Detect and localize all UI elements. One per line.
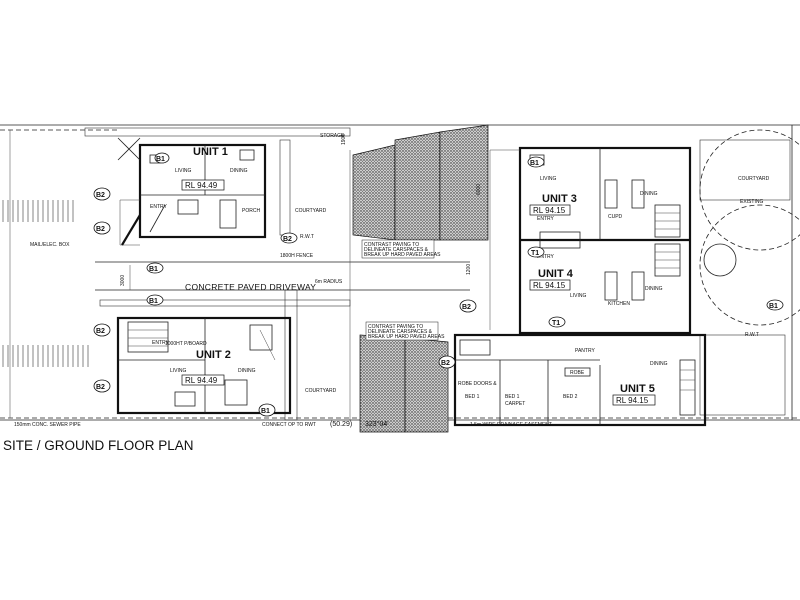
existing-canopy-tree — [699, 129, 800, 326]
unit-4-dining-label: DINING — [645, 286, 663, 292]
rwt-note: R.W.T — [300, 234, 314, 240]
unit-5-carpet-label: CARPET — [505, 401, 525, 407]
tag-b2: B2 — [96, 192, 105, 199]
tag-b1: B1 — [769, 303, 778, 310]
tag-b2: B2 — [462, 304, 471, 311]
unit-3-cupd-label: CUPD — [608, 214, 623, 220]
unit-2-balustrade-note: 1000HT P/BOARD — [165, 341, 207, 347]
svg-text:DELINEATE CARSPACES &: DELINEATE CARSPACES & — [368, 329, 433, 335]
tag-bubbles — [93, 152, 784, 417]
tag-b1: B1 — [149, 298, 158, 305]
driveway-label: CONCRETE PAVED DRIVEWAY — [185, 282, 316, 292]
unit-4-rl-box — [529, 279, 571, 291]
mail-box-note: MAIL/ELEC. BOX — [30, 242, 70, 248]
rwt-label-east: R.W.T — [745, 332, 759, 338]
bed1-label: BED 1 — [465, 394, 480, 400]
unit-2-rl-box — [181, 374, 225, 386]
unit-4-label: UNIT 4 — [538, 268, 574, 280]
tag-b2: B2 — [283, 236, 292, 243]
unit-4-living-label: LIVING — [570, 293, 587, 299]
tag-b2: B2 — [96, 226, 105, 233]
contrast-paving-note-bottom: CONTRAST PAVING TO DELINEATE CARSPACES &… — [365, 321, 445, 341]
unit-2-entry-label: ENTRY — [152, 340, 170, 346]
unit-5-rl: RL 94.15 — [616, 396, 649, 405]
tag-b2: B2 — [441, 360, 450, 367]
tag-t1: T1 — [531, 250, 539, 257]
unit-5-label: UNIT 5 — [620, 383, 655, 395]
tag-t1: T1 — [552, 320, 560, 327]
svg-text:CONTRAST PAVING TO: CONTRAST PAVING TO — [364, 242, 419, 248]
unit-1-dining-label: DINING — [230, 168, 248, 174]
radius-note: 6m RADIUS — [315, 279, 343, 285]
tag-b2: B2 — [96, 328, 105, 335]
unit-3-entry-label: ENTRY — [537, 216, 555, 222]
fence-note: 1800H FENCE — [280, 253, 314, 259]
unit-3-4-plan — [489, 146, 692, 335]
unit-1-rl: RL 94.49 — [185, 181, 218, 190]
easement-note: 1.5m WIDE DRAINAGE EASEMENT — [470, 422, 552, 428]
unit-2-dining-label: DINING — [238, 368, 256, 374]
boundary-distance: (50.29) — [330, 421, 352, 428]
tag-b1: B1 — [149, 266, 158, 273]
unit-5-bed1-label: BED 1 — [505, 394, 520, 400]
tag-b2: B2 — [96, 384, 105, 391]
unit-5-dining-label: DINING — [650, 361, 668, 367]
unit-3-rl-box — [529, 204, 571, 216]
unit-2-living-label: LIVING — [170, 368, 187, 374]
unit-1-rl-box — [181, 179, 225, 191]
unit-5-rl-box — [612, 394, 656, 406]
boundary-bearing: 323°04' — [365, 420, 389, 428]
unit-4-rl: RL 94.15 — [533, 281, 566, 290]
svg-text:BREAK UP HARD PAVED AREAS: BREAK UP HARD PAVED AREAS — [368, 334, 445, 340]
unit-4-kitchen-label: KITCHEN — [608, 301, 630, 307]
unit-5-bed2-label: BED 2 — [563, 394, 578, 400]
unit-1-living-label: LIVING — [175, 168, 192, 174]
unit-2-label: UNIT 2 — [196, 349, 231, 361]
robe-doors-note: ROBE DOORS & — [458, 381, 497, 387]
unit-5-pantry-label: PANTRY — [575, 348, 595, 354]
unit-5-robe-label: ROBE — [570, 370, 585, 376]
dim-1900: 1900 — [341, 134, 347, 145]
unit-1-plan — [117, 137, 267, 246]
tag-b1: B1 — [261, 408, 270, 415]
unit-2-courtyard-label: COURTYARD — [305, 388, 337, 394]
unit-1-entry-label: ENTRY — [150, 204, 168, 210]
unit-5-plan — [453, 333, 707, 427]
storage-note: STORAGE — [320, 133, 345, 139]
svg-text:DELINEATE CARSPACES &: DELINEATE CARSPACES & — [364, 247, 429, 253]
svg-text:BREAK UP HARD PAVED AREAS: BREAK UP HARD PAVED AREAS — [364, 252, 441, 258]
unit-2-rl: RL 94.49 — [185, 376, 218, 385]
tag-b1: B1 — [530, 160, 539, 167]
unit-1-courtyard-label: COURTYARD — [295, 208, 327, 214]
unit-1-label: UNIT 1 — [193, 146, 228, 158]
unit-3-label: UNIT 3 — [542, 193, 577, 205]
contrast-paving-note-top: CONTRAST PAVING TO DELINEATE CARSPACES &… — [361, 239, 441, 259]
unit-3-dining-label: DINING — [640, 191, 658, 197]
driveway — [95, 150, 470, 420]
dim-6000: 6000 — [476, 184, 482, 195]
dim-1200: 1200 — [466, 264, 472, 275]
connect-rwt-note: CONNECT OP TO RWT — [262, 422, 316, 428]
unit-1-porch-label: PORCH — [242, 208, 260, 214]
unit-3-living-label: LIVING — [540, 176, 557, 182]
dim-3000: 3000 — [120, 275, 126, 286]
unit-4-entry-label: ENTRY — [537, 254, 555, 260]
svg-text:CONTRAST PAVING TO: CONTRAST PAVING TO — [368, 324, 423, 330]
sewer-pipe-note: 150mm CONC. SEWER PIPE — [14, 422, 81, 428]
unit-3-rl: RL 94.15 — [533, 206, 566, 215]
unit-2-plan — [116, 316, 292, 415]
plan-title: SITE / GROUND FLOOR PLAN — [3, 438, 194, 453]
courtyard-label-east: COURTYARD — [738, 176, 770, 182]
tag-b1: B1 — [156, 156, 165, 163]
contrast-paving — [352, 124, 489, 433]
road-hatching — [2, 200, 89, 367]
existing-canopy-note: EXISTING — [740, 199, 763, 205]
